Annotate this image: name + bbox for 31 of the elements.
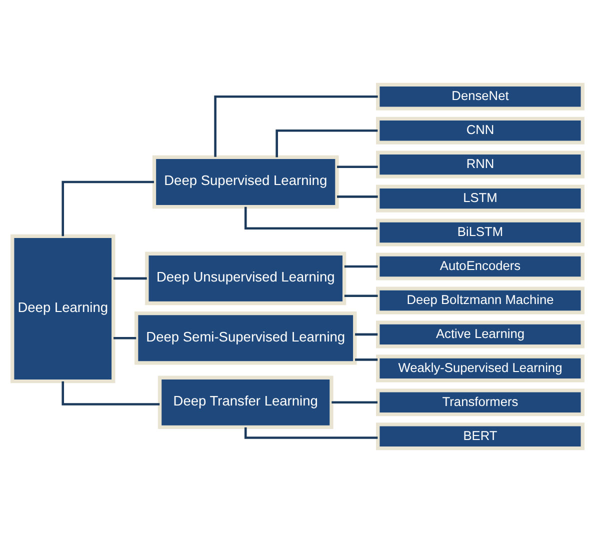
node-box: Active Learning [376,320,584,348]
node-box: Deep Unsupervised Learning [145,252,346,306]
connector [344,265,378,268]
node-box: RNN [376,150,584,178]
connector [337,196,378,198]
connector [337,166,378,168]
connector [114,277,147,280]
connector [114,336,136,340]
connector [244,206,378,230]
node-box: CNN [376,116,584,144]
connector [332,401,378,404]
node-box: Weakly-Supervised Learning [376,354,584,382]
connector [355,358,378,361]
node-box: BiLSTM [376,218,584,246]
node-box: LSTM [376,184,584,212]
connector [62,381,160,406]
node-box: Deep Learning [10,234,116,384]
node-box: Deep Boltzmann Machine [376,286,584,314]
connector [276,129,378,158]
connector [344,294,378,298]
node-box: AutoEncoders [376,252,584,280]
node-box: Transformers [376,388,584,416]
node-box: BERT [376,422,584,450]
node-box: Deep Semi-Supervised Learning [134,312,357,365]
node-box: DenseNet [376,82,584,110]
connector [244,427,378,439]
node-box: Deep Transfer Learning [158,376,334,430]
connector [62,180,154,236]
connector [214,95,378,157]
connector [355,333,378,336]
node-box: Deep Supervised Learning [152,155,339,209]
